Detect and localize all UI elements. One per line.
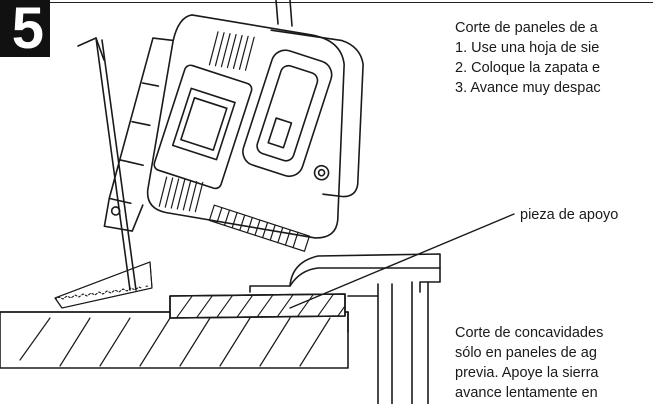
power-cord [275,0,293,27]
support-piece-label: pieza de apoyo [520,207,619,223]
concavity-line-4: avance lentamente en [455,385,598,401]
concavity-instructions: Corte de concavidades sólo en paneles de… [455,323,603,403]
top-border-line [50,2,653,3]
instruction-step-1: 1. Use una hoja de sie [455,40,600,56]
saw-blade [54,261,153,309]
concavity-line-3: previa. Apoye la sierra [455,365,599,381]
callout-pointer [289,213,515,309]
worktop-slab [0,311,349,369]
support-block [169,293,346,319]
guide-rod [77,37,137,291]
cutting-instructions: Corte de paneles de a 1. Use una hoja de… [455,18,601,98]
jigsaw-body [103,14,364,252]
step-number-badge: 5 [0,0,50,58]
instruction-step-2: 2. Coloque la zapata e [455,60,601,76]
concavity-line-1: Corte de concavidades [455,325,604,341]
concavity-line-2: sólo en paneles de ag [455,345,597,361]
instructions-heading: Corte de paneles de a [455,20,598,36]
sink-frame [249,253,441,404]
instruction-step-3: 3. Avance muy despac [455,80,601,96]
